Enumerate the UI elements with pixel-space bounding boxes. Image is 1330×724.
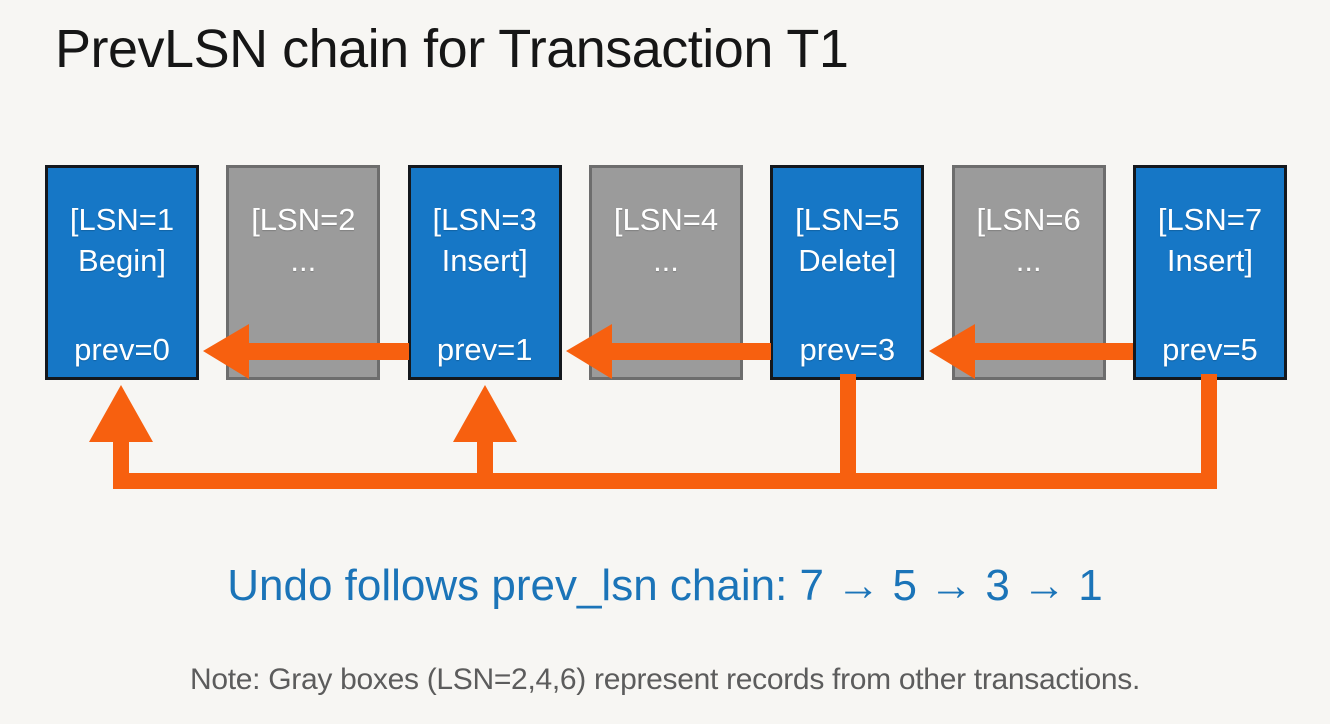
- undo-caption: Undo follows prev_lsn chain: 7 → 5 → 3 →…: [227, 561, 1103, 610]
- prev-pointer-label: prev=0: [74, 332, 170, 367]
- undo-arrowhead-to-lsn3: [453, 385, 517, 442]
- log-record-box-lsn4: [LSN=4...: [588, 165, 743, 380]
- lsn-label: [LSN=2...: [251, 202, 356, 278]
- log-record-box-lsn6: [LSN=6...: [951, 165, 1106, 380]
- log-record-box-lsn2: [LSN=2...: [226, 165, 381, 380]
- prev-pointer-label: prev=5: [1162, 332, 1258, 367]
- page-title: PrevLSN chain for Transaction T1: [55, 19, 849, 79]
- undo-chain-connector: [113, 374, 1217, 489]
- prev-pointer-label: prev=3: [799, 332, 896, 367]
- lsn-label: [LSN=4...: [613, 202, 719, 278]
- prev-pointer-label: prev=1: [436, 332, 533, 367]
- undo-arrowhead-to-lsn1: [89, 385, 153, 442]
- note-text: Note: Gray boxes (LSN=2,4,6) represent r…: [190, 663, 1140, 696]
- lsn-label: [LSN=6...: [976, 202, 1081, 278]
